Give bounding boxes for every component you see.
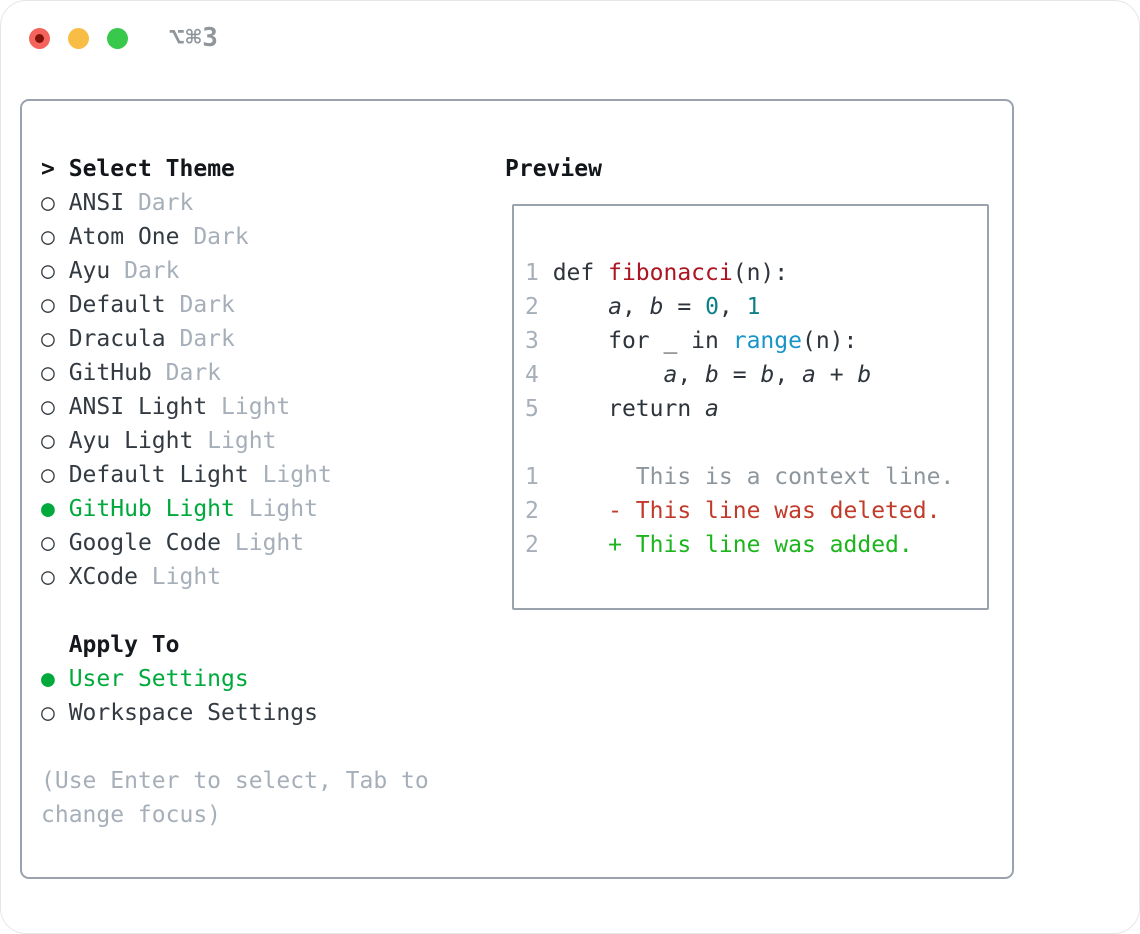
theme-option-atom-one[interactable]: ○ Atom One Dark [41,220,429,254]
theme-option-xcode[interactable]: ○ XCode Light [41,560,429,594]
select-theme-header-label: Select Theme [68,156,235,182]
theme-option-label: Dracula [54,326,166,352]
zoom-button[interactable] [107,28,128,49]
code-line: 4 a, b = b, a + b [525,362,872,388]
theme-option-dracula[interactable]: ○ Dracula Dark [41,322,429,356]
minimize-button[interactable] [68,28,89,49]
radio-selected-icon: ● [41,496,55,522]
theme-option-ansi[interactable]: ○ ANSI Dark [41,186,429,220]
apply-option-label: User Settings [54,666,249,692]
code-line: 1 def fibonacci(n): [525,260,789,286]
theme-option-google-code[interactable]: ○ Google Code Light [41,526,429,560]
variant-badge: Light [248,462,332,488]
theme-option-label: XCode [54,564,138,590]
variant-badge: Dark [151,360,222,386]
theme-option-ayu[interactable]: ○ Ayu Dark [41,254,429,288]
theme-option-ansi-light[interactable]: ○ ANSI Light Light [41,390,429,424]
variant-badge: Light [221,530,305,556]
theme-option-github-light[interactable]: ● GitHub Light Light [41,492,429,526]
theme-option-label: Google Code [54,530,222,556]
diff-line: 2 + This line was added. [525,532,913,558]
close-button[interactable] [29,28,50,49]
theme-list: ○ ANSI Dark○ Atom One Dark○ Ayu Dark○ De… [41,186,429,594]
code-line: 5 return a [525,396,719,422]
radio-unselected-icon: ○ [41,190,55,216]
variant-badge: Dark [179,224,249,250]
preview-header: Preview [505,156,602,182]
apply-list: ● User Settings○ Workspace Settings [41,662,429,730]
select-theme-header: > Select Theme [41,152,429,186]
spacer [41,594,429,628]
theme-option-label: Default Light [54,462,249,488]
variant-badge: Light [234,496,318,522]
variant-badge: Dark [110,258,180,284]
radio-unselected-icon: ○ [41,258,55,284]
code-line: 3 for _ in range(n): [525,328,858,354]
diff-line: 2 - This line was deleted. [525,498,941,524]
radio-selected-icon: ● [41,666,55,692]
variant-badge: Light [207,394,291,420]
spacer [525,426,987,460]
variant-badge: Light [137,564,222,590]
preview-box: 1 def fibonacci(n): 2 a, b = 0, 1 3 for _ … [512,204,989,610]
spacer [41,730,429,764]
radio-unselected-icon: ○ [41,360,55,386]
unsaved-dot-icon [35,34,44,43]
apply-to-header: Apply To [68,632,180,658]
radio-unselected-icon: ○ [41,428,55,454]
variant-badge: Dark [165,326,235,352]
theme-option-label: ANSI [54,190,125,216]
theme-option-label: Ayu [54,258,111,284]
radio-unselected-icon: ○ [41,292,55,318]
theme-option-label: Ayu Light [54,428,194,454]
radio-unselected-icon: ○ [41,530,55,556]
code-preview: 1 def fibonacci(n): 2 a, b = 0, 1 3 for _ … [525,256,987,426]
theme-picker-panel: > Select Theme ○ ANSI Dark○ Atom One Dar… [20,99,1014,879]
radio-unselected-icon: ○ [41,394,55,420]
theme-option-label: ANSI Light [54,394,208,420]
code-line: 2 a, b = 0, 1 [525,294,761,320]
apply-option-label: Workspace Settings [54,700,318,726]
apply-option-user-settings[interactable]: ● User Settings [41,662,429,696]
theme-option-default-light[interactable]: ○ Default Light Light [41,458,429,492]
hint-line-1: (Use Enter to select, Tab to [41,768,429,794]
hint-line-2: change focus) [41,802,222,828]
theme-option-label: GitHub Light [54,496,235,522]
radio-unselected-icon: ○ [41,564,55,590]
radio-unselected-icon: ○ [41,462,55,488]
theme-option-github[interactable]: ○ GitHub Dark [41,356,429,390]
apply-option-workspace-settings[interactable]: ○ Workspace Settings [41,696,429,730]
variant-badge: Light [193,428,277,454]
titlebar: ⌥⌘3 [1,1,1139,76]
variant-badge: Dark [124,190,194,216]
left-column: > Select Theme ○ ANSI Dark○ Atom One Dar… [41,152,429,832]
theme-option-default[interactable]: ○ Default Dark [41,288,429,322]
window-title: ⌥⌘3 [169,23,219,53]
theme-option-label: Atom One [54,224,180,250]
theme-option-ayu-light[interactable]: ○ Ayu Light Light [41,424,429,458]
theme-option-label: GitHub [54,360,152,386]
variant-badge: Dark [165,292,235,318]
theme-option-label: Default [54,292,166,318]
diff-line: 1 This is a context line. [525,464,955,490]
prompt-caret-icon: > [41,156,55,182]
radio-unselected-icon: ○ [41,700,55,726]
diff-preview: 1 This is a context line. 2 - This line w… [525,460,987,562]
radio-unselected-icon: ○ [41,224,55,250]
radio-unselected-icon: ○ [41,326,55,352]
